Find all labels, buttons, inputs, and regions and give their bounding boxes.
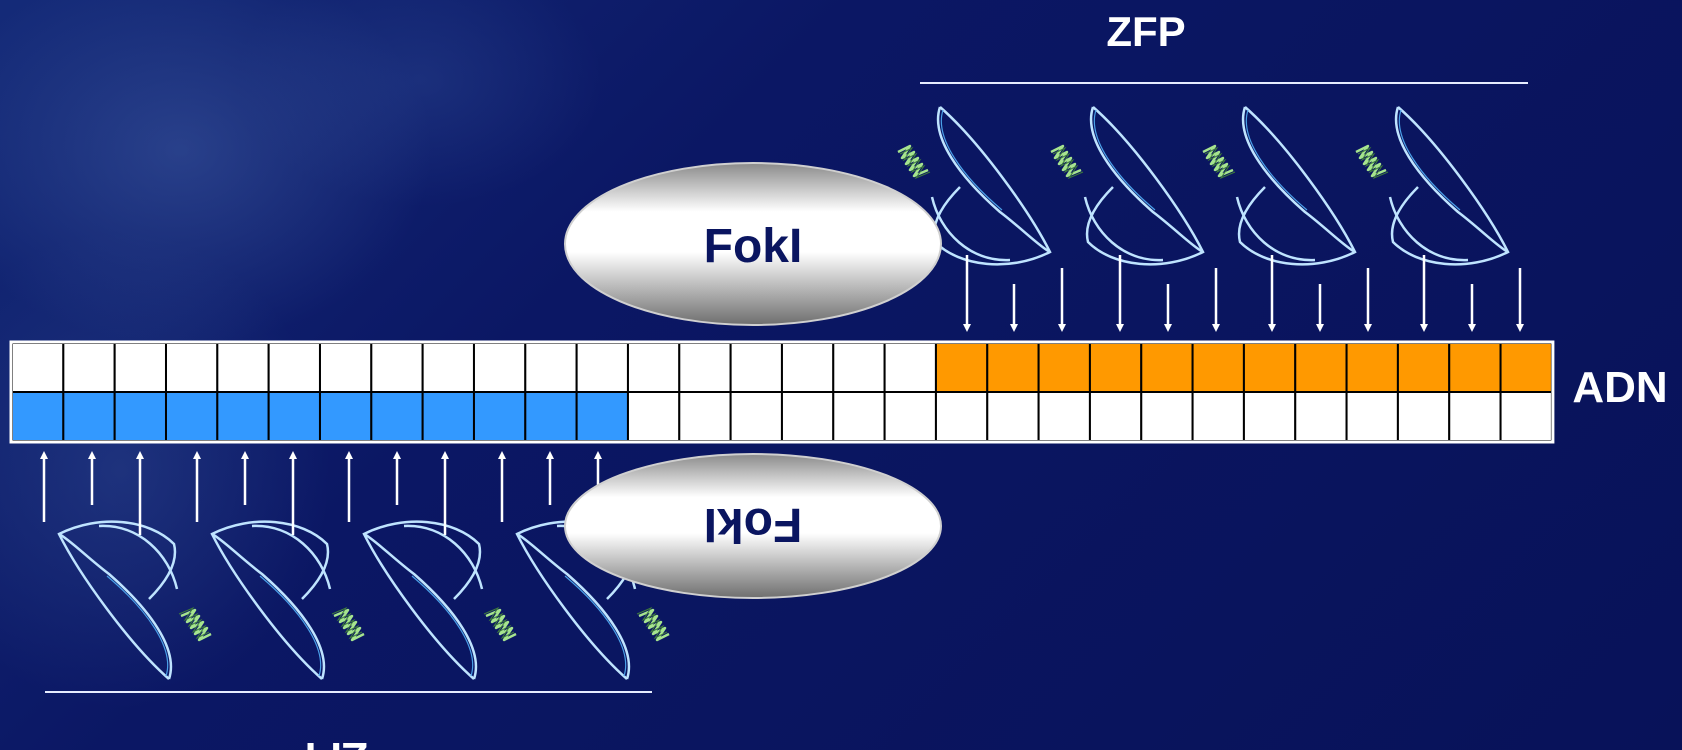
dna-bottom-base-cell <box>986 391 1040 442</box>
dna-top-base-cell <box>216 342 270 393</box>
dna-top-base-cell <box>524 342 578 393</box>
dna-top-base-cell <box>626 342 681 393</box>
dna-strands <box>9 340 1555 444</box>
dna-top-base-cell <box>575 342 629 393</box>
dna-top-base-cell <box>1242 342 1297 393</box>
dna-top-base-cell <box>883 342 937 393</box>
fokl-bottom-domain: FokI <box>564 453 942 599</box>
dna-top-base-cell <box>267 342 321 393</box>
dna-top-base-cell <box>318 342 373 393</box>
dna-bottom-base-cell <box>1088 391 1143 442</box>
dna-top-base-cell <box>1499 342 1553 393</box>
dna-top-base-cell <box>164 342 219 393</box>
dna-bottom-base-cell <box>729 391 783 442</box>
dna-bottom-base-cell <box>1396 391 1451 442</box>
dna-frame <box>9 340 1555 444</box>
dna-top-base-cell <box>678 342 732 393</box>
dna-top-base-cell <box>832 342 886 393</box>
dna-bottom-base-cell <box>1242 391 1297 442</box>
dna-top-base-cell <box>986 342 1040 393</box>
dna-bottom-base-cell <box>164 391 219 442</box>
dna-bottom-base-cell <box>113 391 167 442</box>
dna-bottom-base-cell <box>1499 391 1553 442</box>
dna-top-base-cell <box>934 342 989 393</box>
dna-top-base-cell <box>1345 342 1399 393</box>
dna-bottom-base-cell <box>780 391 835 442</box>
dna-bottom-base-cell <box>1294 391 1348 442</box>
dna-top-base-cell <box>62 342 116 393</box>
dna-top-base-cell <box>780 342 835 393</box>
dna-bottom-base-cell <box>524 391 578 442</box>
zfp-top-label: ZFP <box>1106 8 1185 55</box>
fokl-top-domain: FokI <box>564 162 942 326</box>
dna-bottom-base-cell <box>62 391 116 442</box>
dna-top-base-cell <box>1088 342 1143 393</box>
dna-top-base-cell <box>421 342 475 393</box>
dna-top-base-cell <box>1294 342 1348 393</box>
zfp-bottom-label: ZFP <box>288 734 367 750</box>
dna-top-base-cell <box>1448 342 1502 393</box>
fokl-bottom-label: FokI <box>704 498 803 551</box>
dna-bottom-base-cell <box>626 391 681 442</box>
dna-bottom-base-cell <box>575 391 629 442</box>
zinc-finger-icon <box>1201 105 1357 266</box>
adn-label: ADN <box>1572 363 1667 412</box>
dna-bottom-base-cell <box>1345 391 1399 442</box>
dna-top-base-cell <box>113 342 167 393</box>
dna-top-base-cell <box>1396 342 1451 393</box>
dna-bottom-base-cell <box>832 391 886 442</box>
zfp-top-fingers <box>896 105 1510 266</box>
dna-top-base-cell <box>1037 342 1091 393</box>
dna-bottom-base-cell <box>1191 391 1245 442</box>
dna-bottom-base-cell <box>421 391 475 442</box>
dna-bottom-base-cell <box>1037 391 1091 442</box>
dna-bottom-base-cell <box>1140 391 1194 442</box>
dna-top-base-cell <box>1140 342 1194 393</box>
dna-bottom-base-cell <box>934 391 989 442</box>
zinc-finger-icon <box>57 520 213 681</box>
dna-bottom-base-cell <box>678 391 732 442</box>
dna-bottom-base-cell <box>1448 391 1502 442</box>
dna-bottom-base-cell <box>216 391 270 442</box>
dna-top-base-cell <box>729 342 783 393</box>
zinc-finger-icon <box>1354 105 1510 266</box>
zinc-finger-icon <box>210 520 366 681</box>
dna-bottom-base-cell <box>472 391 527 442</box>
dna-top-base-cell <box>370 342 424 393</box>
dna-top-base-cell <box>11 342 65 393</box>
dna-top-base-cell <box>1191 342 1245 393</box>
dna-bottom-base-cell <box>883 391 937 442</box>
dna-bottom-base-cell <box>267 391 321 442</box>
zinc-finger-icon <box>362 520 518 681</box>
dna-bottom-base-cell <box>11 391 65 442</box>
fokl-top-label: FokI <box>704 220 803 273</box>
dna-top-base-cell <box>472 342 527 393</box>
zinc-finger-icon <box>1049 105 1205 266</box>
dna-bottom-base-cell <box>318 391 373 442</box>
dna-bottom-base-cell <box>370 391 424 442</box>
zfp-top-arrows <box>963 255 1524 332</box>
